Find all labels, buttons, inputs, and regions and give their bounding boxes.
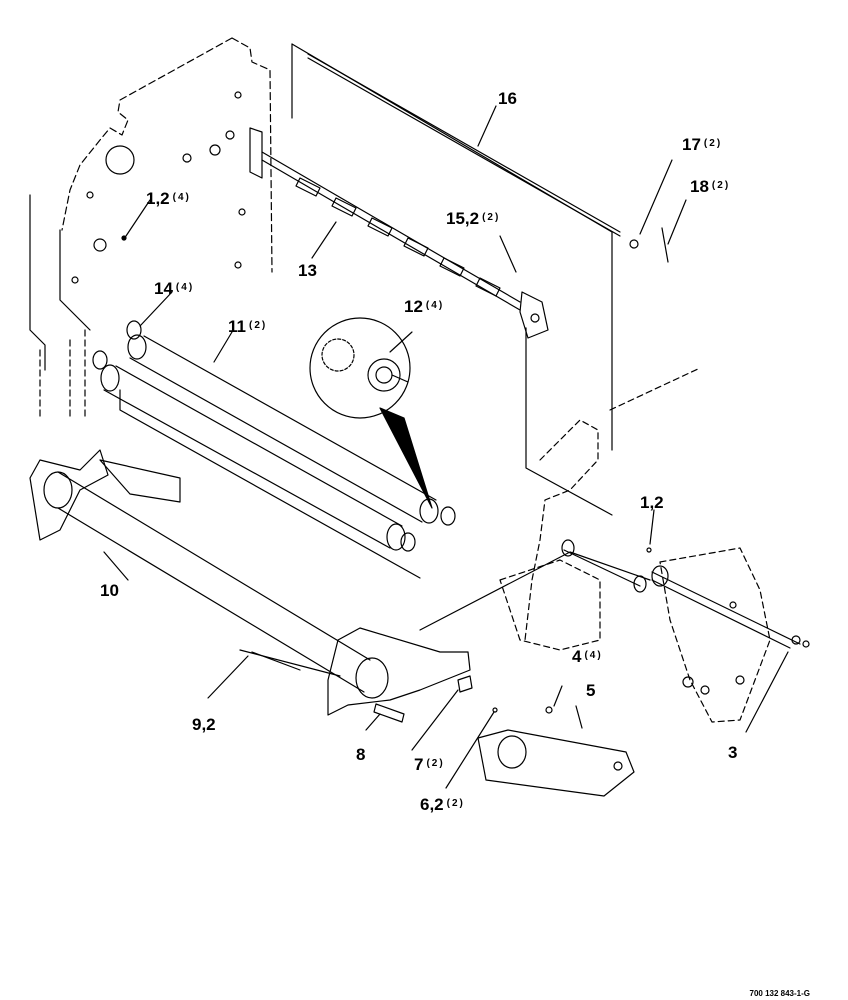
cover-5	[477, 729, 635, 797]
callout-1-2-right: 1,2	[640, 493, 664, 512]
right-side-panel	[499, 367, 771, 723]
callout-17: 17(2)	[682, 135, 723, 154]
bolt-4	[545, 706, 553, 714]
callout-8: 8	[356, 745, 366, 764]
rollers-11	[100, 334, 439, 579]
callout-11: 11(2)	[228, 317, 268, 336]
tube-10	[29, 449, 471, 716]
bearings-14	[92, 320, 456, 552]
linkage	[419, 539, 801, 649]
pin-8	[373, 703, 405, 723]
callout-3: 3	[728, 743, 738, 762]
callout-9-2: 9,2	[192, 715, 216, 734]
callout-7: 7(2)	[414, 755, 445, 774]
drawing-reference-number: 700 132 843-1-G	[749, 989, 811, 998]
detail-circle-12	[309, 317, 433, 509]
callout-1-2-top: 1,2(4)	[146, 189, 191, 208]
left-side-panel	[29, 37, 273, 421]
bolt-1	[646, 547, 652, 553]
callout-14: 14(4)	[154, 279, 195, 298]
bolt-3	[802, 640, 810, 648]
rear-sheet	[291, 43, 613, 516]
callout-16: 16	[498, 89, 517, 108]
callout-5: 5	[586, 681, 596, 700]
callout-15-2: 15,2(2)	[446, 209, 501, 228]
link-7	[457, 675, 473, 693]
callout-6-2: 6,2(2)	[420, 795, 465, 814]
pin-9	[251, 651, 301, 671]
clip-18	[661, 227, 669, 263]
rod-16	[307, 53, 621, 237]
callout-12: 12(4)	[404, 297, 445, 316]
callout-13: 13	[298, 261, 317, 280]
callout-10: 10	[100, 581, 119, 600]
leader-lines	[103, 105, 789, 789]
callout-4: 4(4)	[572, 647, 603, 666]
callout-18: 18(2)	[690, 177, 731, 196]
bolt-6	[492, 707, 498, 713]
pin-17	[629, 239, 639, 249]
paddle-shaft-13	[249, 127, 549, 339]
